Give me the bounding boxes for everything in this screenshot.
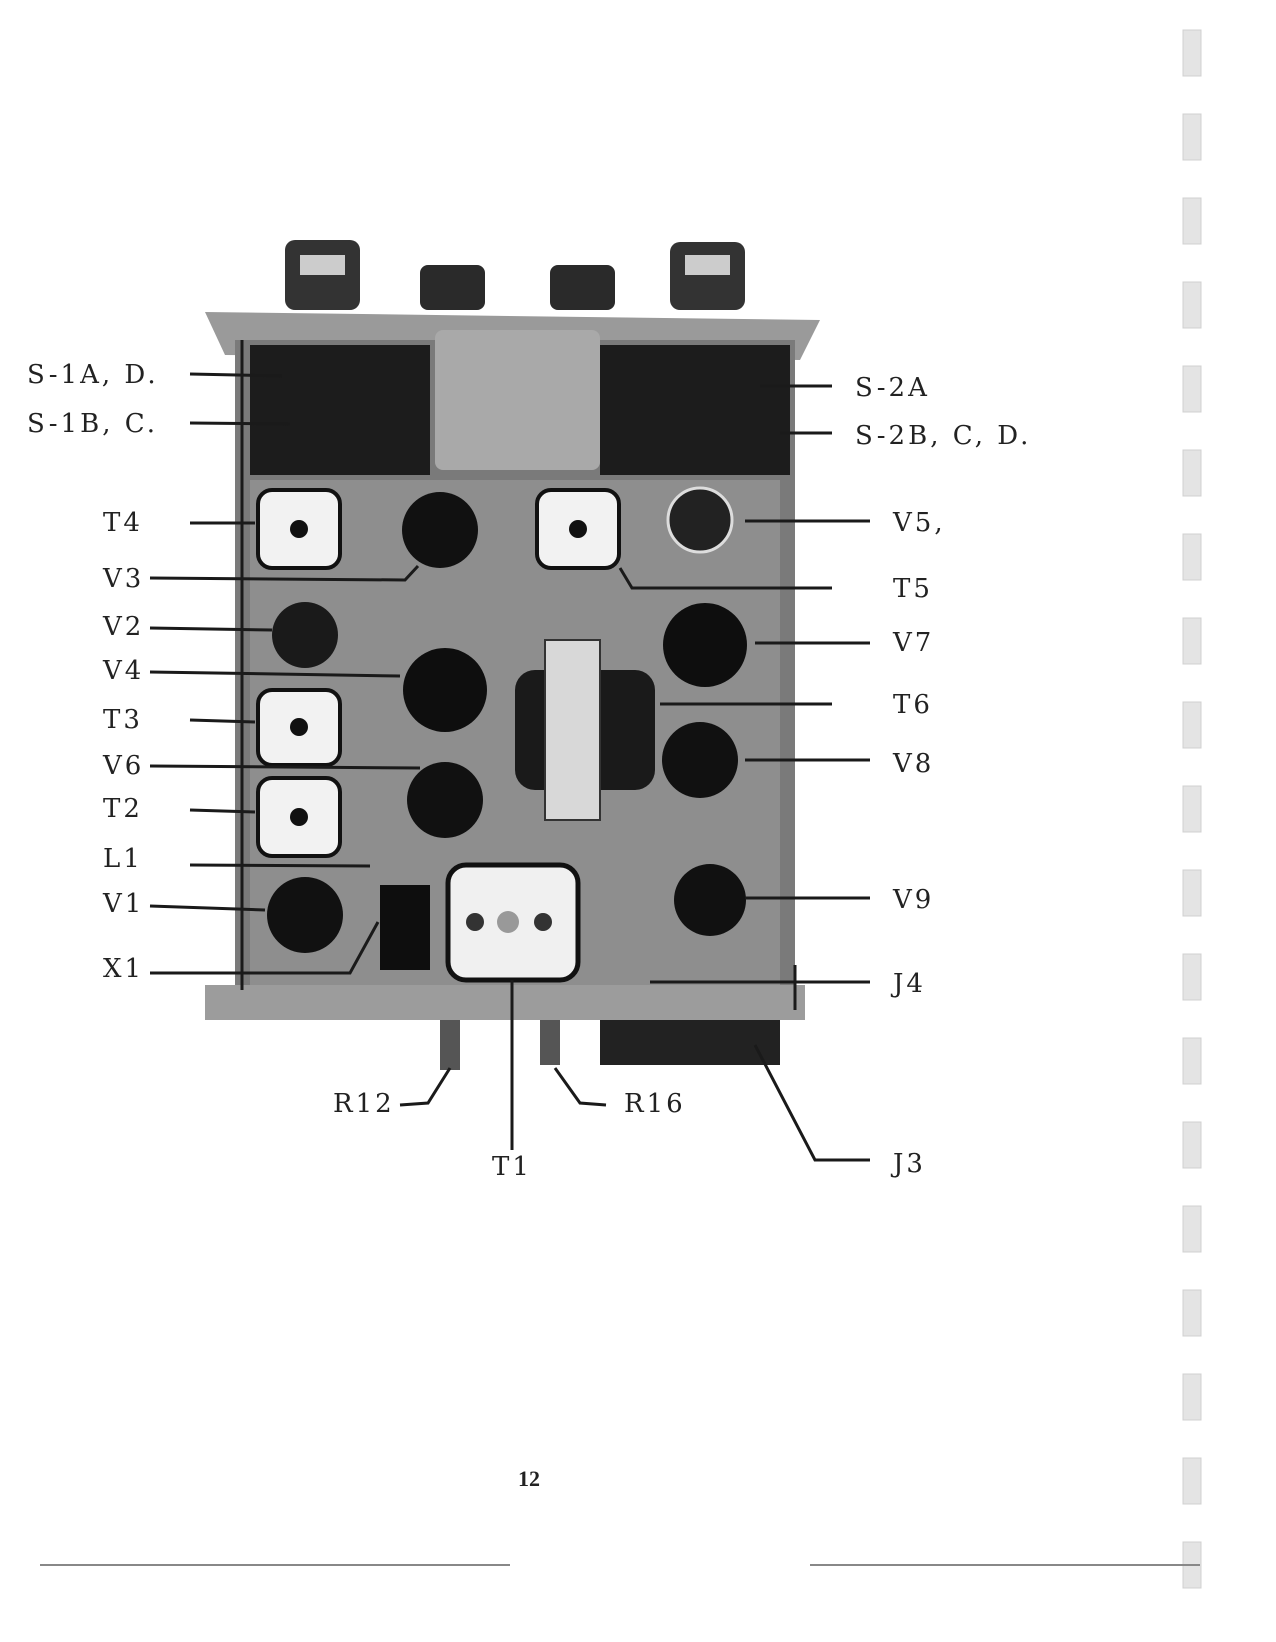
label-r16: R16 (624, 1089, 686, 1119)
page-number: 12 (518, 1466, 540, 1491)
label-t4: T4 (103, 508, 143, 538)
label-v8: V8 (892, 749, 934, 779)
label-l1: L1 (103, 844, 143, 874)
label-t1: T1 (492, 1152, 532, 1182)
label-s1ad: S-1A, D. (27, 360, 159, 390)
label-s2bcd: S-2B, C, D. (855, 421, 1031, 451)
label-s1bc: S-1B, C. (27, 409, 158, 439)
label-v4: V4 (102, 656, 144, 686)
label-v7: V7 (892, 628, 934, 658)
label-x1: X1 (103, 954, 144, 984)
chassis-photo (205, 240, 820, 1070)
label-v9: V9 (892, 885, 934, 915)
leader-lines (149, 340, 870, 1162)
binder-tabs (1182, 29, 1202, 1589)
label-t6: T6 (893, 690, 933, 720)
label-t3: T3 (103, 705, 143, 735)
label-s2a: S-2A (855, 373, 930, 403)
label-v6: V6 (102, 751, 144, 781)
label-t2: T2 (103, 794, 143, 824)
label-r12: R12 (333, 1089, 395, 1119)
label-v1: V1 (102, 889, 144, 919)
label-v2: V2 (102, 612, 144, 642)
label-t5: T5 (893, 574, 933, 604)
label-j3: J3 (890, 1149, 926, 1179)
label-v3: V3 (102, 564, 144, 594)
label-v5: V5, (892, 508, 946, 538)
label-j4: J4 (890, 969, 926, 999)
